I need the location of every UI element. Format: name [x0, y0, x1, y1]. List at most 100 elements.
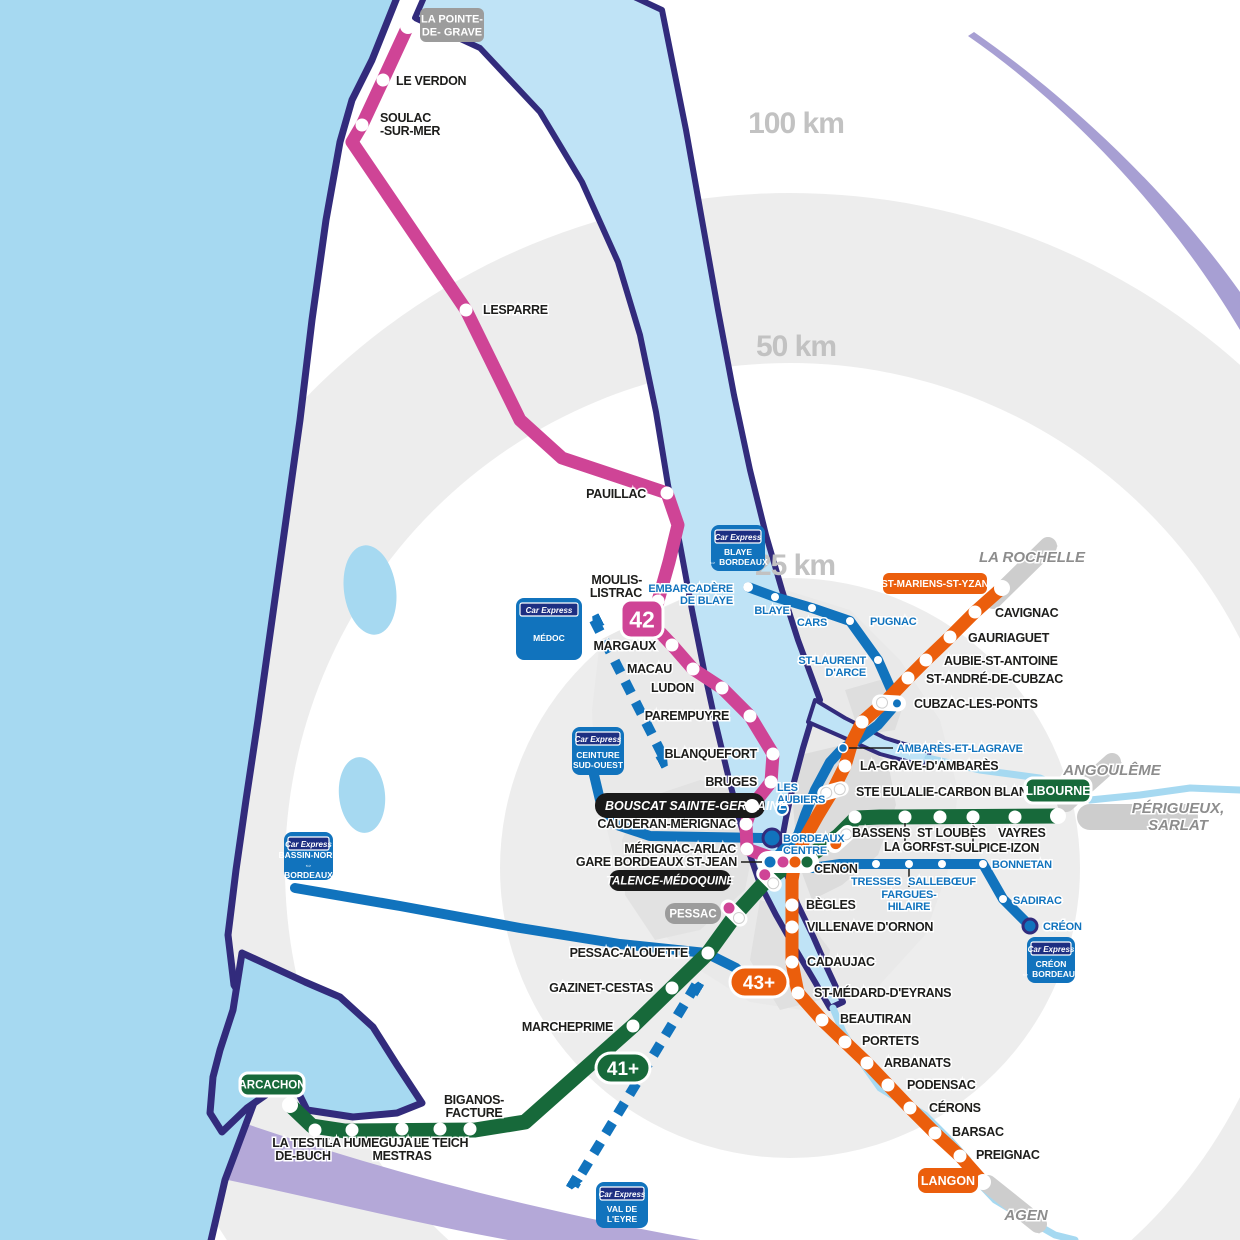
coach-stop-dot [846, 617, 854, 625]
badge-talence-medoquine-label: TALENCE-MÉDOQUINE [606, 875, 735, 888]
coach-label-creon: CRÉON [1043, 920, 1082, 933]
ste-eulalie-hub [817, 781, 849, 801]
station-label-ste-eulalie-carbon-blanc: STE EULALIE-CARBON BLANC [856, 785, 1037, 799]
station-label-aubie-st-antoine: AUBIE-ST-ANTOINE [944, 654, 1058, 668]
station-dot-arbanats [860, 1056, 874, 1070]
badge-arcachon-label: ARCACHON [238, 1080, 305, 1092]
station-label-pessac-alouette: PESSAC-ALOUETTE [570, 946, 688, 960]
ring-label-25-km: 25 km [755, 549, 835, 582]
station-dot-podensac [881, 1078, 895, 1092]
car-express-logo [287, 836, 330, 851]
ste-eulalie-hub-dot [833, 783, 846, 796]
car-express-brand: Car Express [715, 533, 762, 542]
station-dot-preignac [953, 1149, 967, 1163]
car-express-brand: Car Express [1028, 945, 1075, 954]
badge-la-pointe-de-grave: LA POINTE-DE- GRAVE [420, 8, 484, 42]
badge-langon-label: LANGON [921, 1174, 975, 1188]
station-label-vayres: VAYRES [998, 826, 1046, 840]
car-express-creon-bordeaux-label: CRÉON⇔ BORDEAUX [1021, 959, 1081, 979]
station-label-villenave-d-ornon: VILLENAVE D'ORNON [807, 920, 933, 934]
station-label-biganos-facture: BIGANOS-FACTURE [444, 1093, 504, 1120]
badge-pessac: PESSAC [665, 903, 721, 924]
coach-label-bonnetan: BONNETAN [992, 859, 1052, 871]
station-dot-bruges [764, 775, 778, 789]
ocean-shape [0, 0, 400, 1240]
car-express-brand: Car Express [575, 735, 622, 744]
car-express-medoc-label: MÉDOC [533, 633, 565, 643]
bordeaux-centre-stop [761, 827, 783, 849]
station-dot-marcheprime [626, 1019, 640, 1033]
station-dot-st-mariens-st-yzan [994, 580, 1010, 596]
station-dot-gazinet-cestas [665, 981, 679, 995]
gironde-estuary [412, 0, 846, 1011]
badge-route-42: 42 [619, 598, 665, 640]
car-express-logo [1030, 941, 1072, 956]
station-dot-pauillac [660, 486, 674, 500]
coach-stop-dot [874, 656, 882, 664]
coach-stop-dot [743, 582, 753, 592]
station-label-preignac: PREIGNAC [976, 1148, 1040, 1162]
station-dot-la-hume [345, 1123, 359, 1137]
station-label-la-gorp: LA GORP [884, 840, 938, 854]
station-dot-arcachon [282, 1097, 298, 1113]
station-label-b-gles: BÈGLES [806, 897, 856, 912]
car-express-brand: Car Express [285, 840, 332, 849]
coach-stop-dot [808, 604, 816, 612]
station-dot-la-grave-d-ambar-s [838, 759, 852, 773]
station-label-arbanats: ARBANATS [884, 1056, 951, 1070]
station-dot-soulac-sur-mer [355, 118, 369, 132]
car-express-logo [599, 1186, 645, 1201]
station-dot-la-teste-de-buch [308, 1123, 322, 1137]
station-label-parempuyre: PAREMPUYRE [645, 709, 729, 723]
station-dot-parempuyre [743, 709, 757, 723]
station-dot-le-teich [433, 1122, 447, 1136]
station-dot-ludon [715, 681, 729, 695]
badge-st-mariens-st-yzan: ST-MARIENS-ST-YZAN [881, 573, 989, 594]
gare-st-jean-hub-dot [801, 856, 813, 868]
station-label-la-teste-de-buch: LA TESTE-DE-BUCH [272, 1136, 334, 1163]
badge-arcachon: ARCACHON [238, 1071, 306, 1098]
station-label-blanquefort: BLANQUEFORT [664, 747, 757, 761]
station-dot-b-gles [785, 898, 799, 912]
city-blob-west [622, 780, 755, 940]
pessac-hub-dot [723, 902, 735, 914]
station-dot-st-andr-de-cubzac [901, 671, 915, 685]
station-label-caud-ran-m-rignac: CAUDÉRAN-MÉRIGNAC [597, 816, 736, 831]
station-dot-margaux [665, 638, 679, 652]
station-label-soulac-sur-mer: SOULAC-SUR-MER [380, 111, 440, 138]
lake-hourtin [343, 545, 397, 635]
station-label-st-loub-s: ST LOUBÈS [917, 825, 986, 840]
station-dot-pessac-alouette [701, 946, 715, 960]
station-dot-macau [686, 662, 700, 676]
coach-label-fargues-hilaire: FARGUES-HILAIRE [881, 889, 937, 913]
station-label-cadaujac: CADAUJAC [807, 955, 875, 969]
dest-label-perigueux-sarlat: PÉRIGUEUX,SARLAT [1132, 800, 1225, 834]
station-label-le-teich: LE TEICH [414, 1136, 469, 1150]
station-label-marcheprime: MARCHEPRIME [522, 1020, 613, 1034]
dashed-arrow-val-de-l-eyre-coach-link [574, 985, 696, 1186]
station-dot-le-verdon [376, 73, 390, 87]
creon-terminus [1021, 917, 1039, 935]
les-aubiers-stop [775, 802, 789, 816]
cenon-hub-dot [840, 828, 853, 841]
badge-libourne-label: LIBOURNE [1025, 784, 1090, 798]
dashed-arrow-medoc-coach-link [589, 620, 671, 762]
pessac-hub-dot [732, 911, 745, 924]
cubzac-hub-dot [892, 699, 901, 708]
cenon-hub-dot [830, 838, 842, 850]
talence-hub-dot [767, 877, 780, 890]
station-label-margaux: MARGAUX [594, 639, 657, 653]
station-dot-barsac [928, 1126, 942, 1140]
station-label-ludon: LUDON [651, 681, 694, 695]
station-label-moulis-listrac: MOULIS-LISTRAC [590, 573, 642, 600]
gare-st-jean-hub-dot [789, 856, 801, 868]
car-express-blaye-bordeaux-label: BLAYE⇔ BORDEAUX [708, 547, 768, 567]
